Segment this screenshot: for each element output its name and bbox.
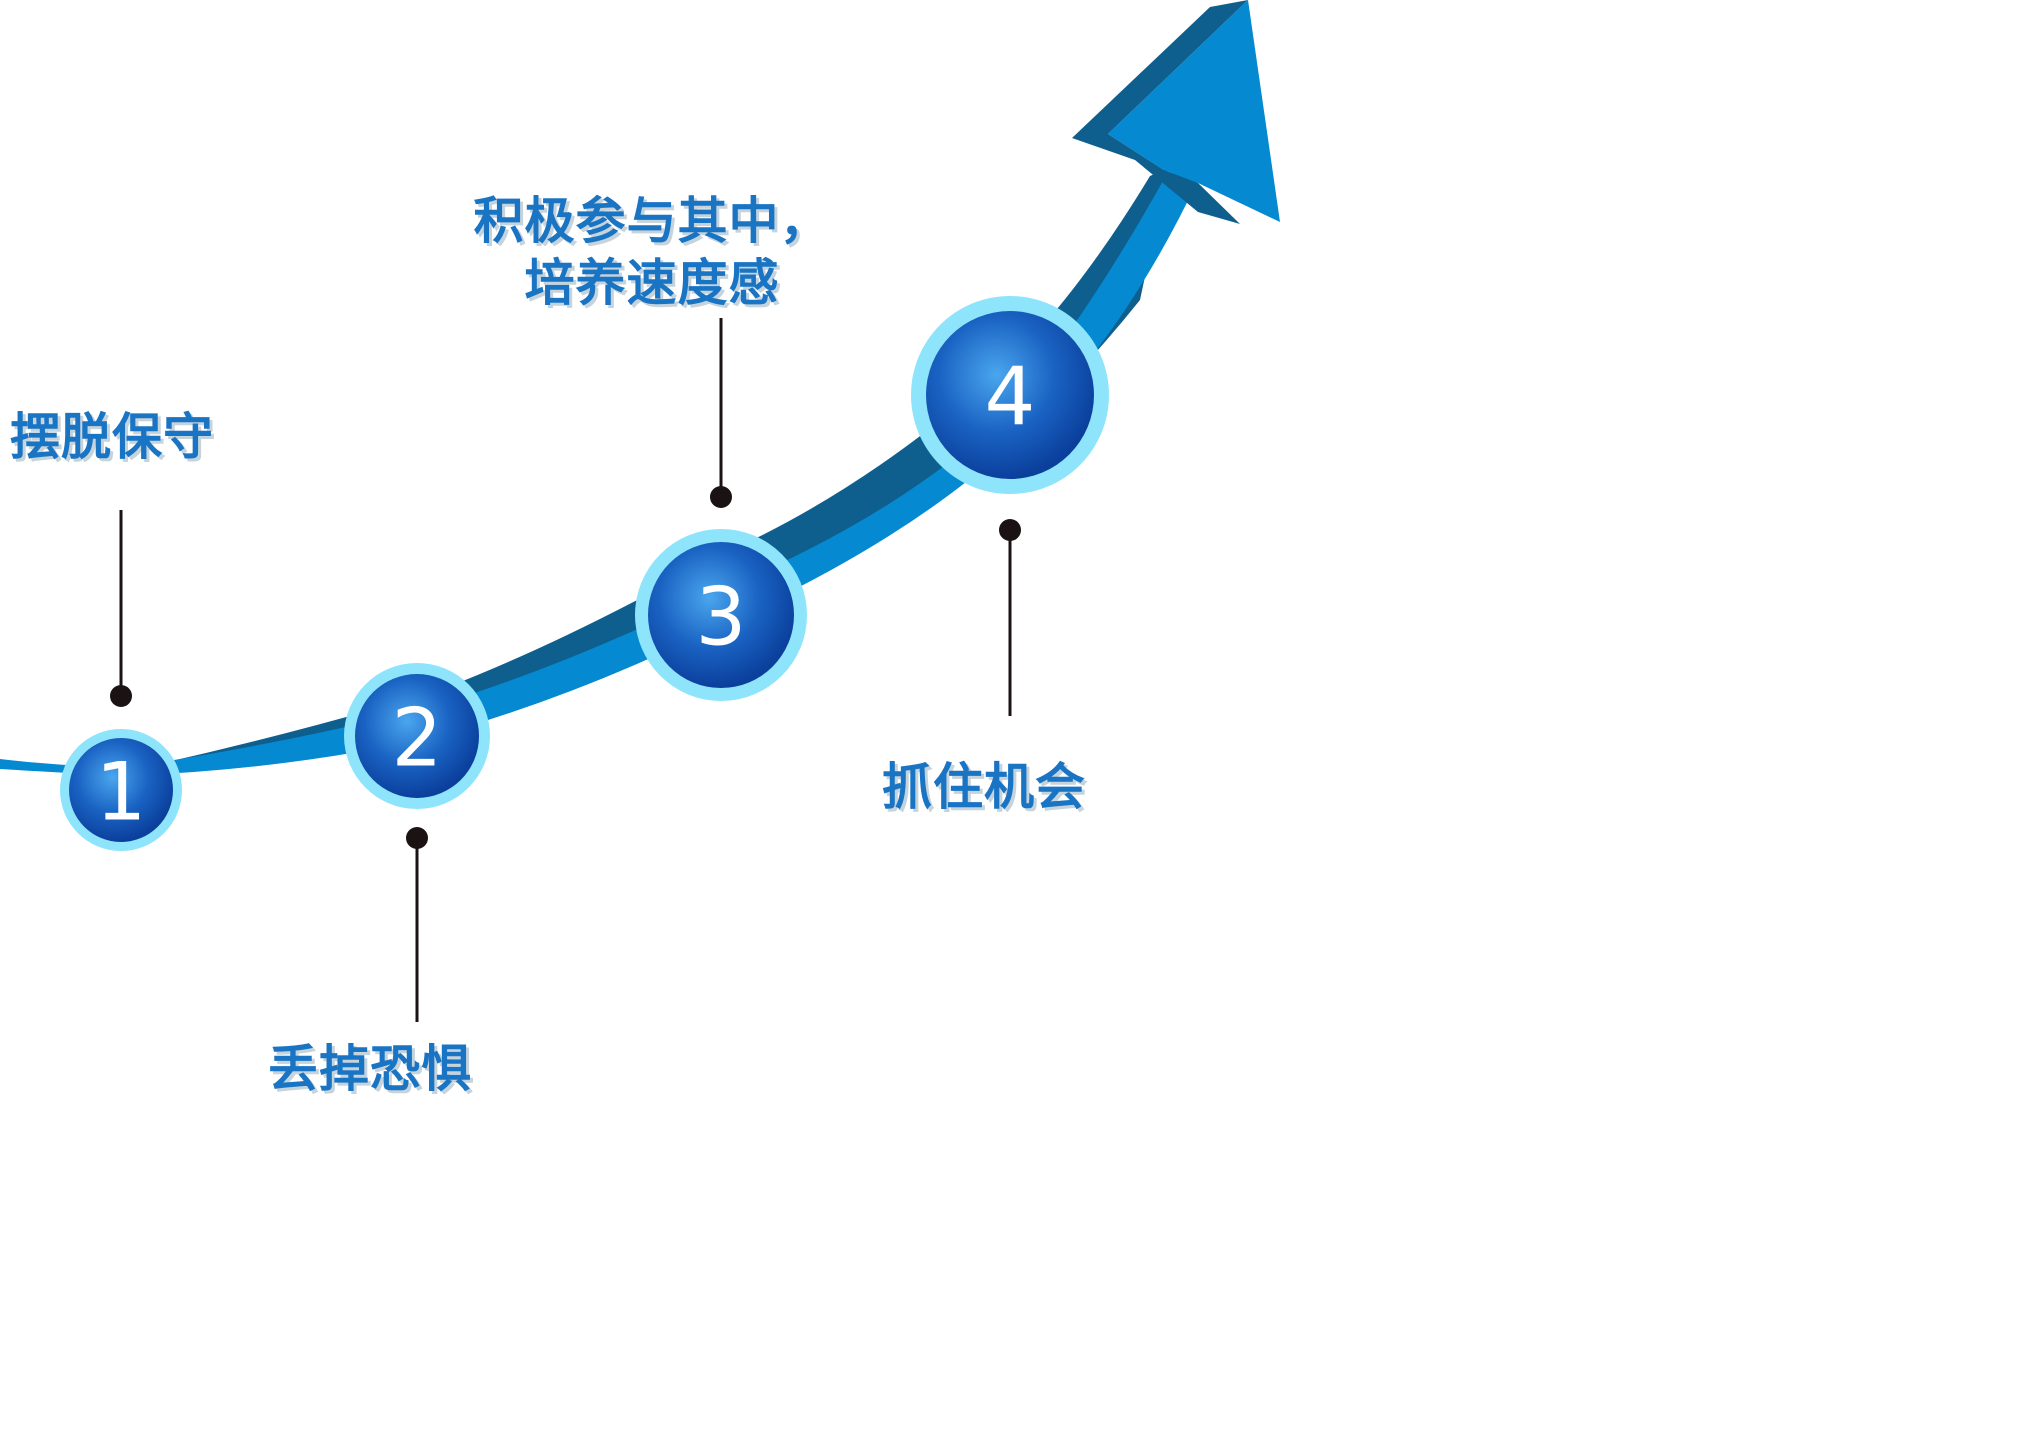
step-number-1: 1 xyxy=(96,746,147,839)
step-node-4: 4 xyxy=(911,296,1109,494)
step-label-2: 丢掉恐惧 xyxy=(268,1040,472,1098)
arrow-shaft-side xyxy=(0,168,1168,772)
step-node-3: 3 xyxy=(635,529,807,701)
step-label-3: 积极参与其中， 培养速度感 xyxy=(442,190,862,314)
step-number-2: 2 xyxy=(392,692,443,785)
step-node-1: 1 xyxy=(60,729,182,851)
connector-dot-1 xyxy=(110,685,132,707)
connector-dot-4 xyxy=(999,519,1021,541)
growth-diagram: 1 2 3 4 xyxy=(0,0,1280,1022)
step-label-4: 抓住机会 xyxy=(882,758,1086,816)
connector-dot-3 xyxy=(710,486,732,508)
step-label-3-line-1: 积极参与其中， xyxy=(473,192,831,250)
step-number-3: 3 xyxy=(696,571,747,664)
step-node-2: 2 xyxy=(344,663,490,809)
step-label-3-line-2: 培养速度感 xyxy=(524,254,780,312)
step-node-disc-3 xyxy=(648,542,794,688)
connector-dot-2 xyxy=(406,827,428,849)
step-node-disc-4 xyxy=(926,311,1094,479)
step-label-1: 摆脱保守 xyxy=(10,408,214,466)
step-node-disc-1 xyxy=(69,738,173,842)
arrow-head-side xyxy=(1072,0,1248,224)
arrow-head-top xyxy=(1108,0,1280,222)
step-node-disc-2 xyxy=(355,674,479,798)
connectors xyxy=(110,318,1021,1022)
step-number-4: 4 xyxy=(985,351,1036,444)
